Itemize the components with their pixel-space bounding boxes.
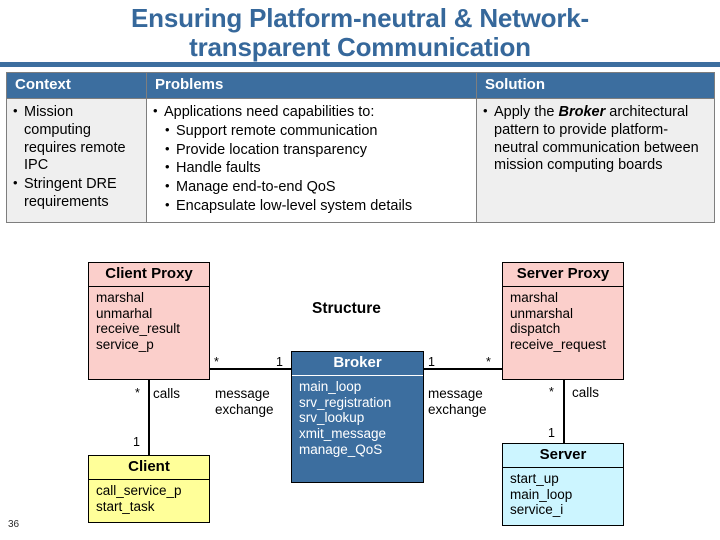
association-label-left-exchange: message exchange bbox=[215, 386, 274, 418]
connector-serverproxy-server bbox=[563, 380, 565, 456]
page-title-line2: transparent Communication bbox=[189, 32, 531, 63]
context-list: Mission computing requires remote IPC St… bbox=[13, 103, 140, 212]
uml-class-broker[interactable]: Broker main_loop srv_registration srv_lo… bbox=[291, 351, 424, 483]
class-name-server: Server bbox=[503, 444, 623, 468]
attribute: start_task bbox=[96, 498, 155, 514]
connector-broker-serverproxy bbox=[424, 368, 502, 370]
diagram-caption: Structure bbox=[312, 300, 381, 317]
column-header-problems: Problems bbox=[146, 72, 477, 99]
attribute: unmarhal bbox=[96, 305, 153, 321]
uml-class-server-proxy[interactable]: Server Proxy marshal unmarshal dispatch … bbox=[502, 262, 624, 380]
class-name-broker: Broker bbox=[292, 352, 423, 376]
attribute: main_loop bbox=[299, 378, 362, 394]
solution-emphasis: Broker bbox=[558, 104, 606, 120]
multiplicity-clientproxy-star: * bbox=[214, 355, 219, 369]
attribute: main_loop bbox=[510, 486, 573, 502]
table-body-row: Mission computing requires remote IPC St… bbox=[6, 98, 715, 223]
class-name-client: Client bbox=[89, 456, 209, 480]
list-item: Manage end-to-end QoS bbox=[165, 178, 470, 197]
attribute: service_p bbox=[96, 337, 154, 353]
assoc-right-line1: message bbox=[428, 386, 483, 401]
table-header-row: Context Problems Solution bbox=[6, 72, 715, 99]
connector-clientproxy-broker bbox=[210, 368, 291, 370]
attribute: marshal bbox=[510, 289, 559, 305]
attribute: service_i bbox=[510, 502, 564, 518]
uml-structure-diagram: Structure * 1 1 * * 1 * 1 calls calls me… bbox=[0, 250, 720, 540]
problems-list: Applications need capabilities to: bbox=[153, 103, 470, 122]
attribute: dispatch bbox=[510, 321, 561, 337]
attribute: unmarshal bbox=[510, 305, 574, 321]
list-item: Encapsulate low-level system details bbox=[165, 197, 470, 216]
attribute: manage_QoS bbox=[299, 441, 383, 457]
uml-class-client[interactable]: Client call_service_p start_task bbox=[88, 455, 210, 523]
class-attributes-server: start_up main_loop service_i bbox=[503, 468, 623, 522]
association-label-server-calls: calls bbox=[572, 385, 600, 400]
solution-prefix: Apply the bbox=[494, 104, 559, 120]
connector-clientproxy-client bbox=[148, 380, 150, 456]
cell-context: Mission computing requires remote IPC St… bbox=[6, 98, 147, 223]
list-item: Handle faults bbox=[165, 159, 470, 178]
uml-class-server[interactable]: Server start_up main_loop service_i bbox=[502, 443, 624, 526]
uml-class-client-proxy[interactable]: Client Proxy marshal unmarhal receive_re… bbox=[88, 262, 210, 380]
multiplicity-server-star: * bbox=[549, 385, 554, 399]
multiplicity-server-1: 1 bbox=[548, 426, 555, 440]
attribute: marshal bbox=[96, 289, 145, 305]
solution-suffix: architectural pattern to provide platfor… bbox=[494, 104, 699, 174]
page-title: Ensuring Platform-neutral & Network- tra… bbox=[0, 3, 720, 63]
assoc-left-line1: message bbox=[215, 386, 270, 401]
attribute: receive_result bbox=[96, 321, 181, 337]
class-name-client-proxy: Client Proxy bbox=[89, 263, 209, 287]
list-item: Mission computing requires remote IPC bbox=[13, 103, 140, 175]
list-item: Stringent DRE requirements bbox=[13, 175, 140, 212]
multiplicity-client-1: 1 bbox=[133, 435, 140, 449]
column-header-context: Context bbox=[6, 72, 147, 99]
multiplicity-serverproxy-star: * bbox=[486, 355, 491, 369]
list-item: Applications need capabilities to: bbox=[153, 103, 470, 122]
problems-sublist: Support remote communication Provide loc… bbox=[153, 122, 470, 216]
attribute: srv_registration bbox=[299, 394, 392, 410]
page-title-line1: Ensuring Platform-neutral & Network- bbox=[131, 3, 589, 33]
assoc-left-line2: exchange bbox=[215, 402, 274, 418]
multiplicity-broker-left-1: 1 bbox=[276, 355, 283, 369]
class-attributes-server-proxy: marshal unmarshal dispatch receive_reque… bbox=[503, 287, 623, 357]
solution-list: Apply the Broker architectural pattern t… bbox=[483, 103, 708, 175]
list-item: Apply the Broker architectural pattern t… bbox=[483, 103, 708, 175]
multiplicity-client-star: * bbox=[135, 386, 140, 400]
cell-solution: Apply the Broker architectural pattern t… bbox=[476, 98, 715, 223]
attribute: start_up bbox=[510, 470, 559, 486]
class-attributes-broker: main_loop srv_registration srv_lookup xm… bbox=[292, 376, 423, 462]
attribute: receive_request bbox=[510, 337, 607, 353]
title-divider bbox=[0, 62, 720, 67]
list-item: Provide location transparency bbox=[165, 141, 470, 160]
class-attributes-client: call_service_p start_task bbox=[89, 480, 209, 519]
class-attributes-client-proxy: marshal unmarhal receive_result service_… bbox=[89, 287, 209, 357]
association-label-right-exchange: message exchange bbox=[428, 386, 487, 418]
attribute: call_service_p bbox=[96, 482, 182, 498]
list-item: Support remote communication bbox=[165, 122, 470, 141]
multiplicity-broker-right-1: 1 bbox=[428, 355, 435, 369]
association-label-client-calls: calls bbox=[153, 386, 181, 401]
attribute: xmit_message bbox=[299, 426, 387, 442]
attribute: srv_lookup bbox=[299, 410, 365, 426]
page-number: 36 bbox=[8, 519, 20, 530]
column-header-solution: Solution bbox=[476, 72, 715, 99]
cell-problems: Applications need capabilities to: Suppo… bbox=[146, 98, 477, 223]
class-name-server-proxy: Server Proxy bbox=[503, 263, 623, 287]
assoc-right-line2: exchange bbox=[428, 402, 487, 418]
pattern-table: Context Problems Solution Mission comput… bbox=[6, 72, 715, 223]
